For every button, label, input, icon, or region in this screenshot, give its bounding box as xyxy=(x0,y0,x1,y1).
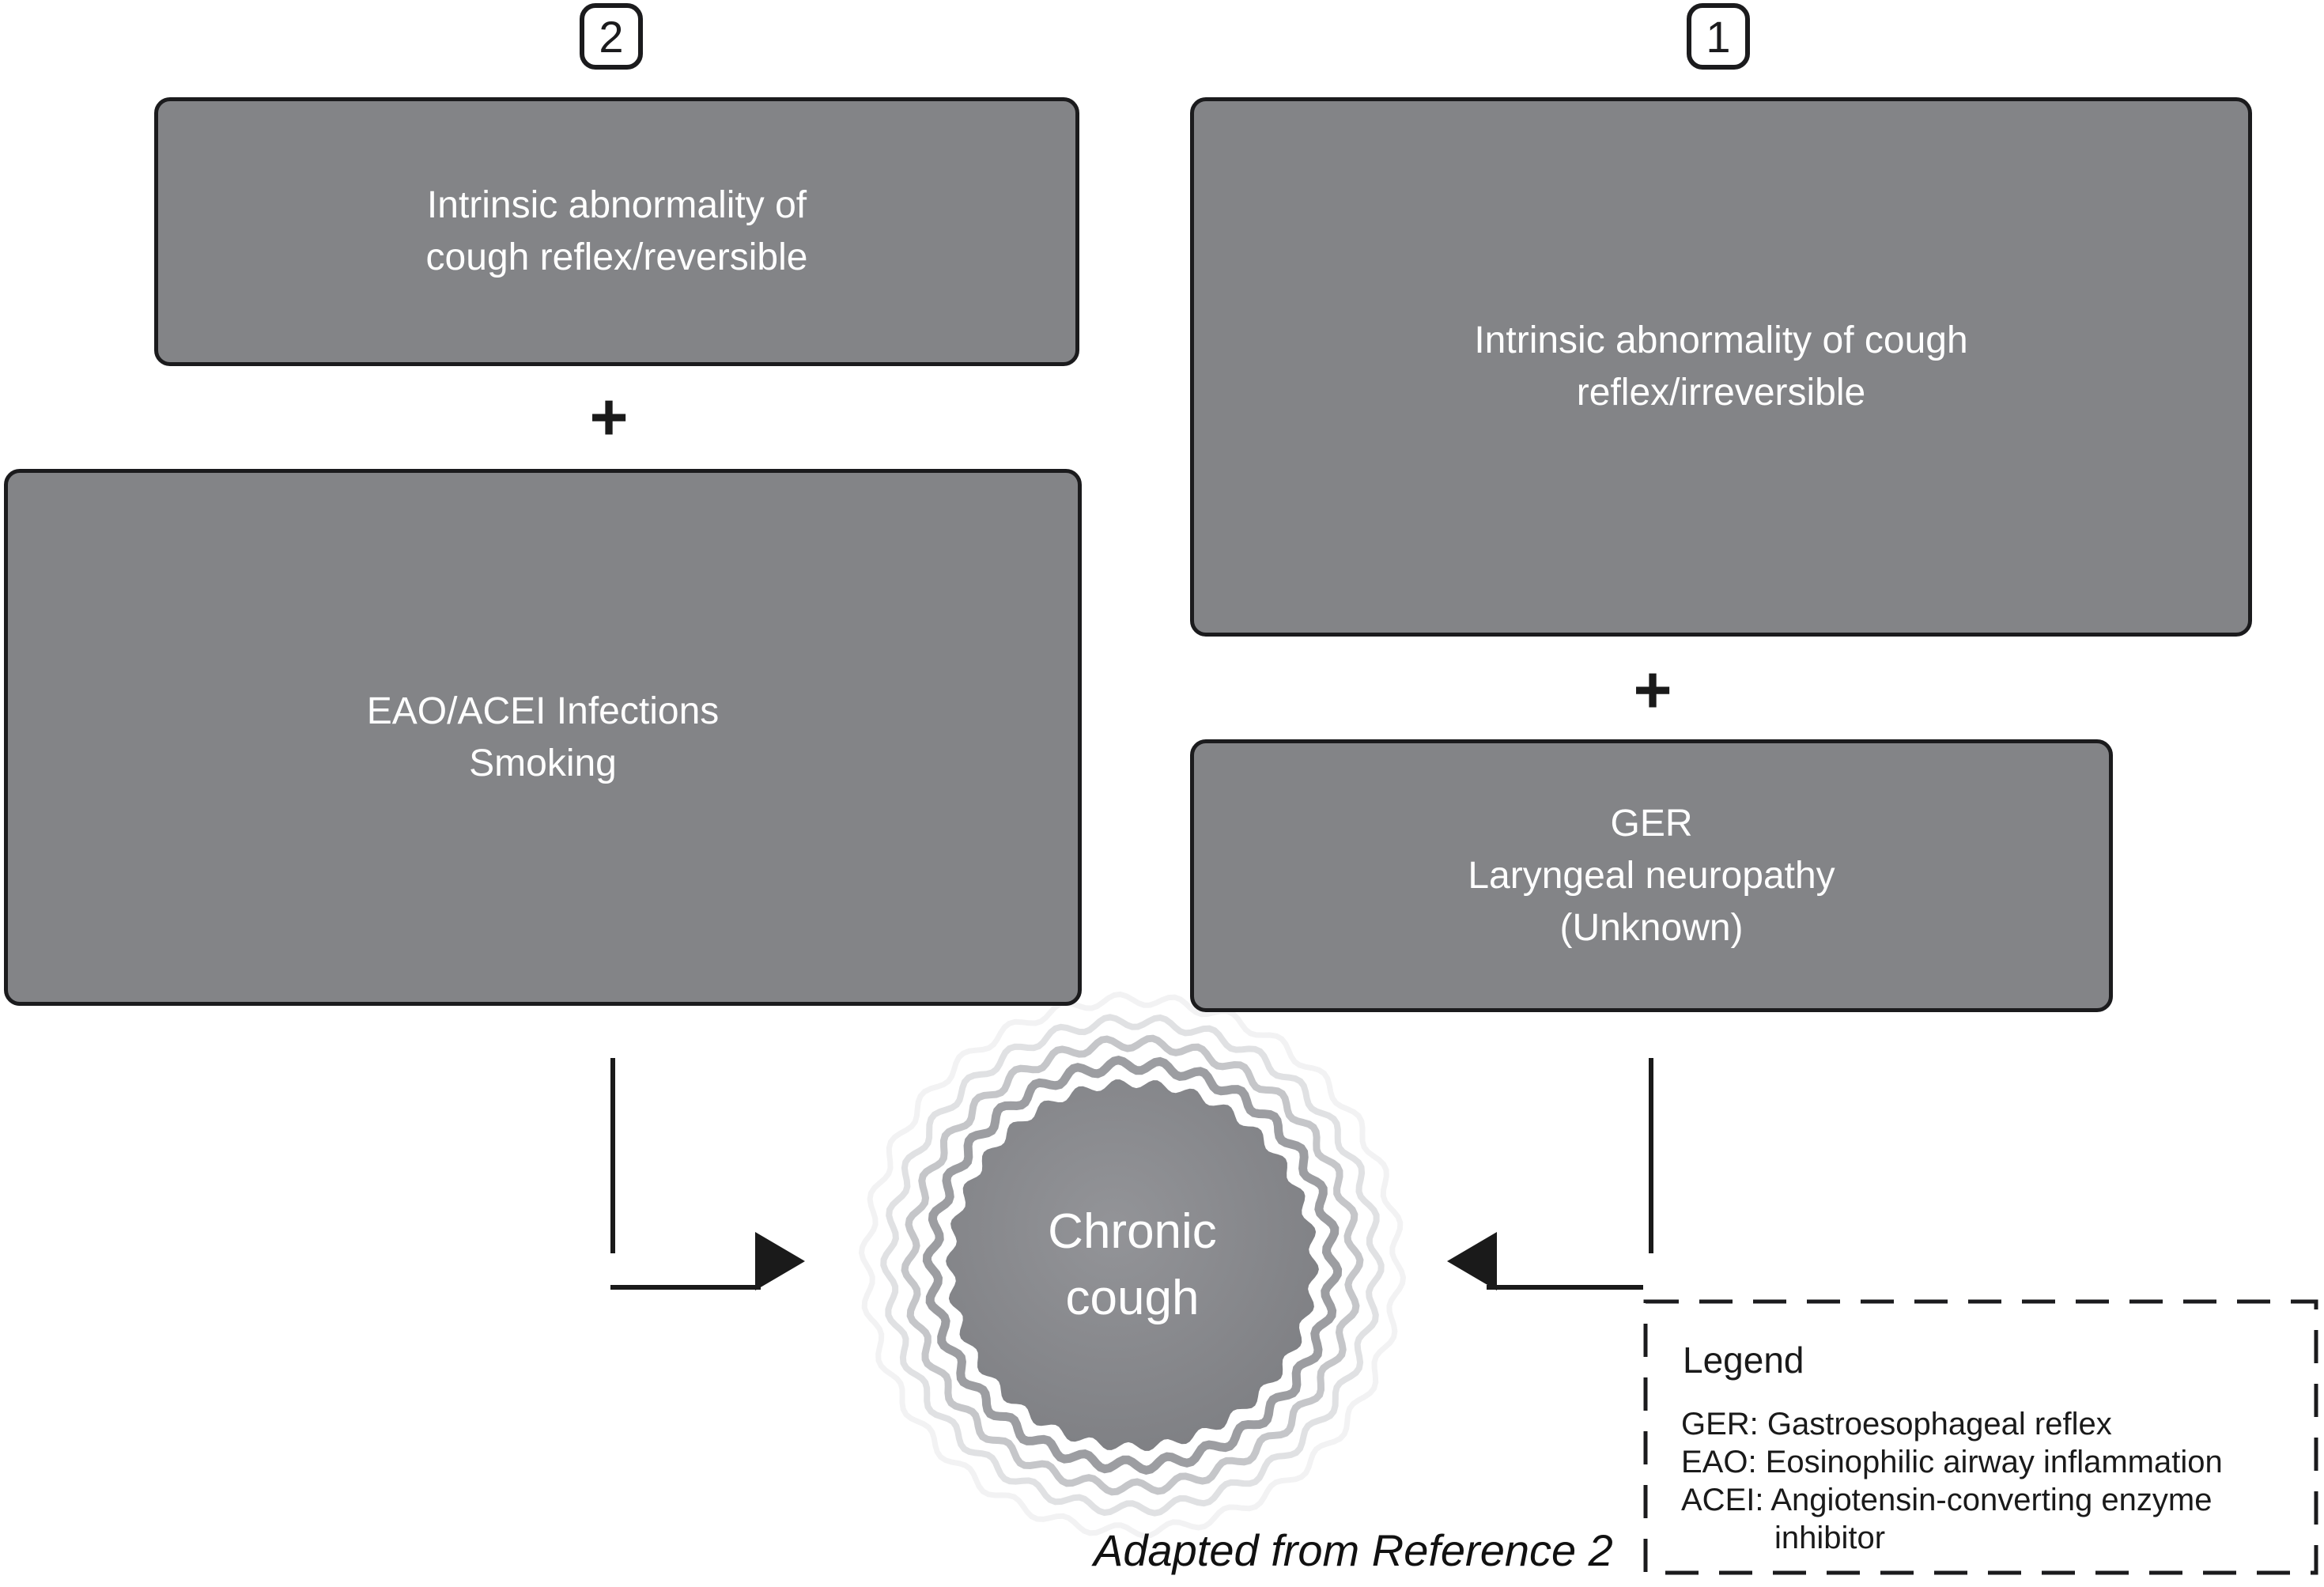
box-text-line: Laryngeal neuropathy xyxy=(1468,854,1835,897)
caption-adapted-from: Adapted from Reference 2 xyxy=(1094,1525,1613,1575)
pathway-1-number: 1 xyxy=(1706,11,1731,62)
box-text-line: cough reflex/reversible xyxy=(425,236,808,278)
pathway-1-badge: 1 xyxy=(1687,3,1750,70)
legend-item-acei: ACEI: Angiotensin-converting enzyme xyxy=(1681,1483,2213,1517)
left-arrow-vertical-line xyxy=(610,1058,615,1253)
seal-line-2: cough xyxy=(1065,1271,1200,1325)
chronic-cough-label: Chronic cough xyxy=(974,1199,1290,1332)
box-intrinsic-reversible: Intrinsic abnormality of cough reflex/re… xyxy=(154,97,1079,366)
seal-disc xyxy=(946,1079,1319,1451)
legend-items: GER: Gastroesophageal reflex EAO: Eosino… xyxy=(1681,1405,2303,1557)
pathway-2-badge: 2 xyxy=(580,3,643,70)
right-arrow-vertical-line xyxy=(1649,1058,1653,1253)
seal-ring-inner xyxy=(922,1056,1343,1475)
legend-item-acei-continuation: inhibitor xyxy=(1774,1521,1886,1555)
pathway-2-number: 2 xyxy=(599,11,624,62)
legend-box: Legend GER: Gastroesophageal reflex EAO:… xyxy=(1643,1299,2318,1575)
legend-title: Legend xyxy=(1683,1340,1804,1381)
seal-ring-3 xyxy=(880,1014,1385,1517)
seal-line-1: Chronic xyxy=(1048,1204,1217,1259)
box-text-line: Intrinsic abnormality of cough xyxy=(1474,319,1968,361)
plus-sign-right: + xyxy=(1633,652,1672,727)
left-arrowhead-icon xyxy=(755,1232,805,1290)
box-text-line: (Unknown) xyxy=(1559,906,1744,949)
box-text-line: Intrinsic abnormality of xyxy=(426,184,807,226)
left-arrow-horizontal-line xyxy=(610,1285,761,1290)
box-text-line: Smoking xyxy=(469,742,617,784)
legend-item-eao: EAO: Eosinophilic airway inflammation xyxy=(1681,1445,2223,1479)
plus-sign-left: + xyxy=(589,379,629,454)
legend-item-ger: GER: Gastroesophageal reflex xyxy=(1681,1407,2112,1442)
box-eao-acei-infections-smoking: EAO/ACEI Infections Smoking xyxy=(4,469,1082,1006)
box-text-line: EAO/ACEI Infections xyxy=(366,690,720,732)
box-text-line: GER xyxy=(1610,802,1693,845)
legend-dashed-border xyxy=(1643,1299,2318,1575)
right-arrow-horizontal-line xyxy=(1487,1285,1643,1290)
box-ger-laryngeal-neuropathy: GER Laryngeal neuropathy (Unknown) xyxy=(1190,739,2113,1012)
box-text-line: reflex/irreversible xyxy=(1576,372,1866,414)
right-arrowhead-icon xyxy=(1447,1232,1497,1290)
box-intrinsic-irreversible: Intrinsic abnormality of cough reflex/ir… xyxy=(1190,97,2252,637)
seal-ring-2 xyxy=(901,1034,1364,1496)
seal-ring-outer xyxy=(858,991,1407,1540)
